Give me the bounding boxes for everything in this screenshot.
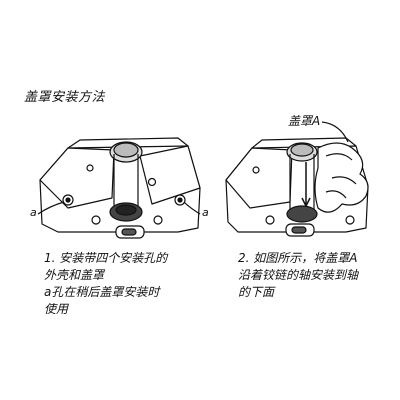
hinge-left-flap	[39, 147, 115, 209]
cover-a	[314, 142, 369, 213]
hinge-assembly-figure-1	[37, 137, 201, 239]
step-1-line: 外壳和盖罩	[44, 268, 105, 282]
hinge-left-flap	[225, 147, 293, 209]
step-1-line: a孔在稍后盖罩安装时	[44, 285, 160, 299]
hole-a-label-left: a	[30, 206, 37, 219]
step-1-line: 使用	[44, 302, 69, 316]
mounting-hole	[147, 177, 157, 187]
mounting-hole	[252, 166, 260, 174]
step-1-text: 1. 安装带四个安装孔的 外壳和盖罩 a孔在稍后盖罩安装时 使用	[44, 250, 167, 318]
hole-a-label-right: a	[202, 206, 209, 219]
step-1-line: 1. 安装带四个安装孔的	[44, 251, 168, 265]
mounting-hole	[153, 215, 163, 225]
step-2-line: 的下面	[238, 285, 275, 299]
hinge-right-flap	[139, 145, 201, 205]
hinge-bottom-knuckle	[286, 205, 318, 223]
step-2-text: 2. 如图所示，将盖罩A 沿着铰链的轴安装到轴 的下面	[238, 250, 358, 301]
step-2-line: 沿着铰链的轴安装到轴	[238, 268, 359, 282]
step-2-line: 2. 如图所示，将盖罩A	[238, 251, 358, 265]
cover-a-label: 盖罩A	[288, 114, 321, 128]
mounting-hole	[91, 215, 101, 225]
instruction-title: 盖罩安装方法	[24, 90, 106, 105]
mounting-hole	[345, 215, 355, 225]
hinge-assembly-figure-2	[225, 121, 369, 237]
mounting-hole	[86, 164, 94, 172]
mounting-hole	[265, 215, 275, 225]
